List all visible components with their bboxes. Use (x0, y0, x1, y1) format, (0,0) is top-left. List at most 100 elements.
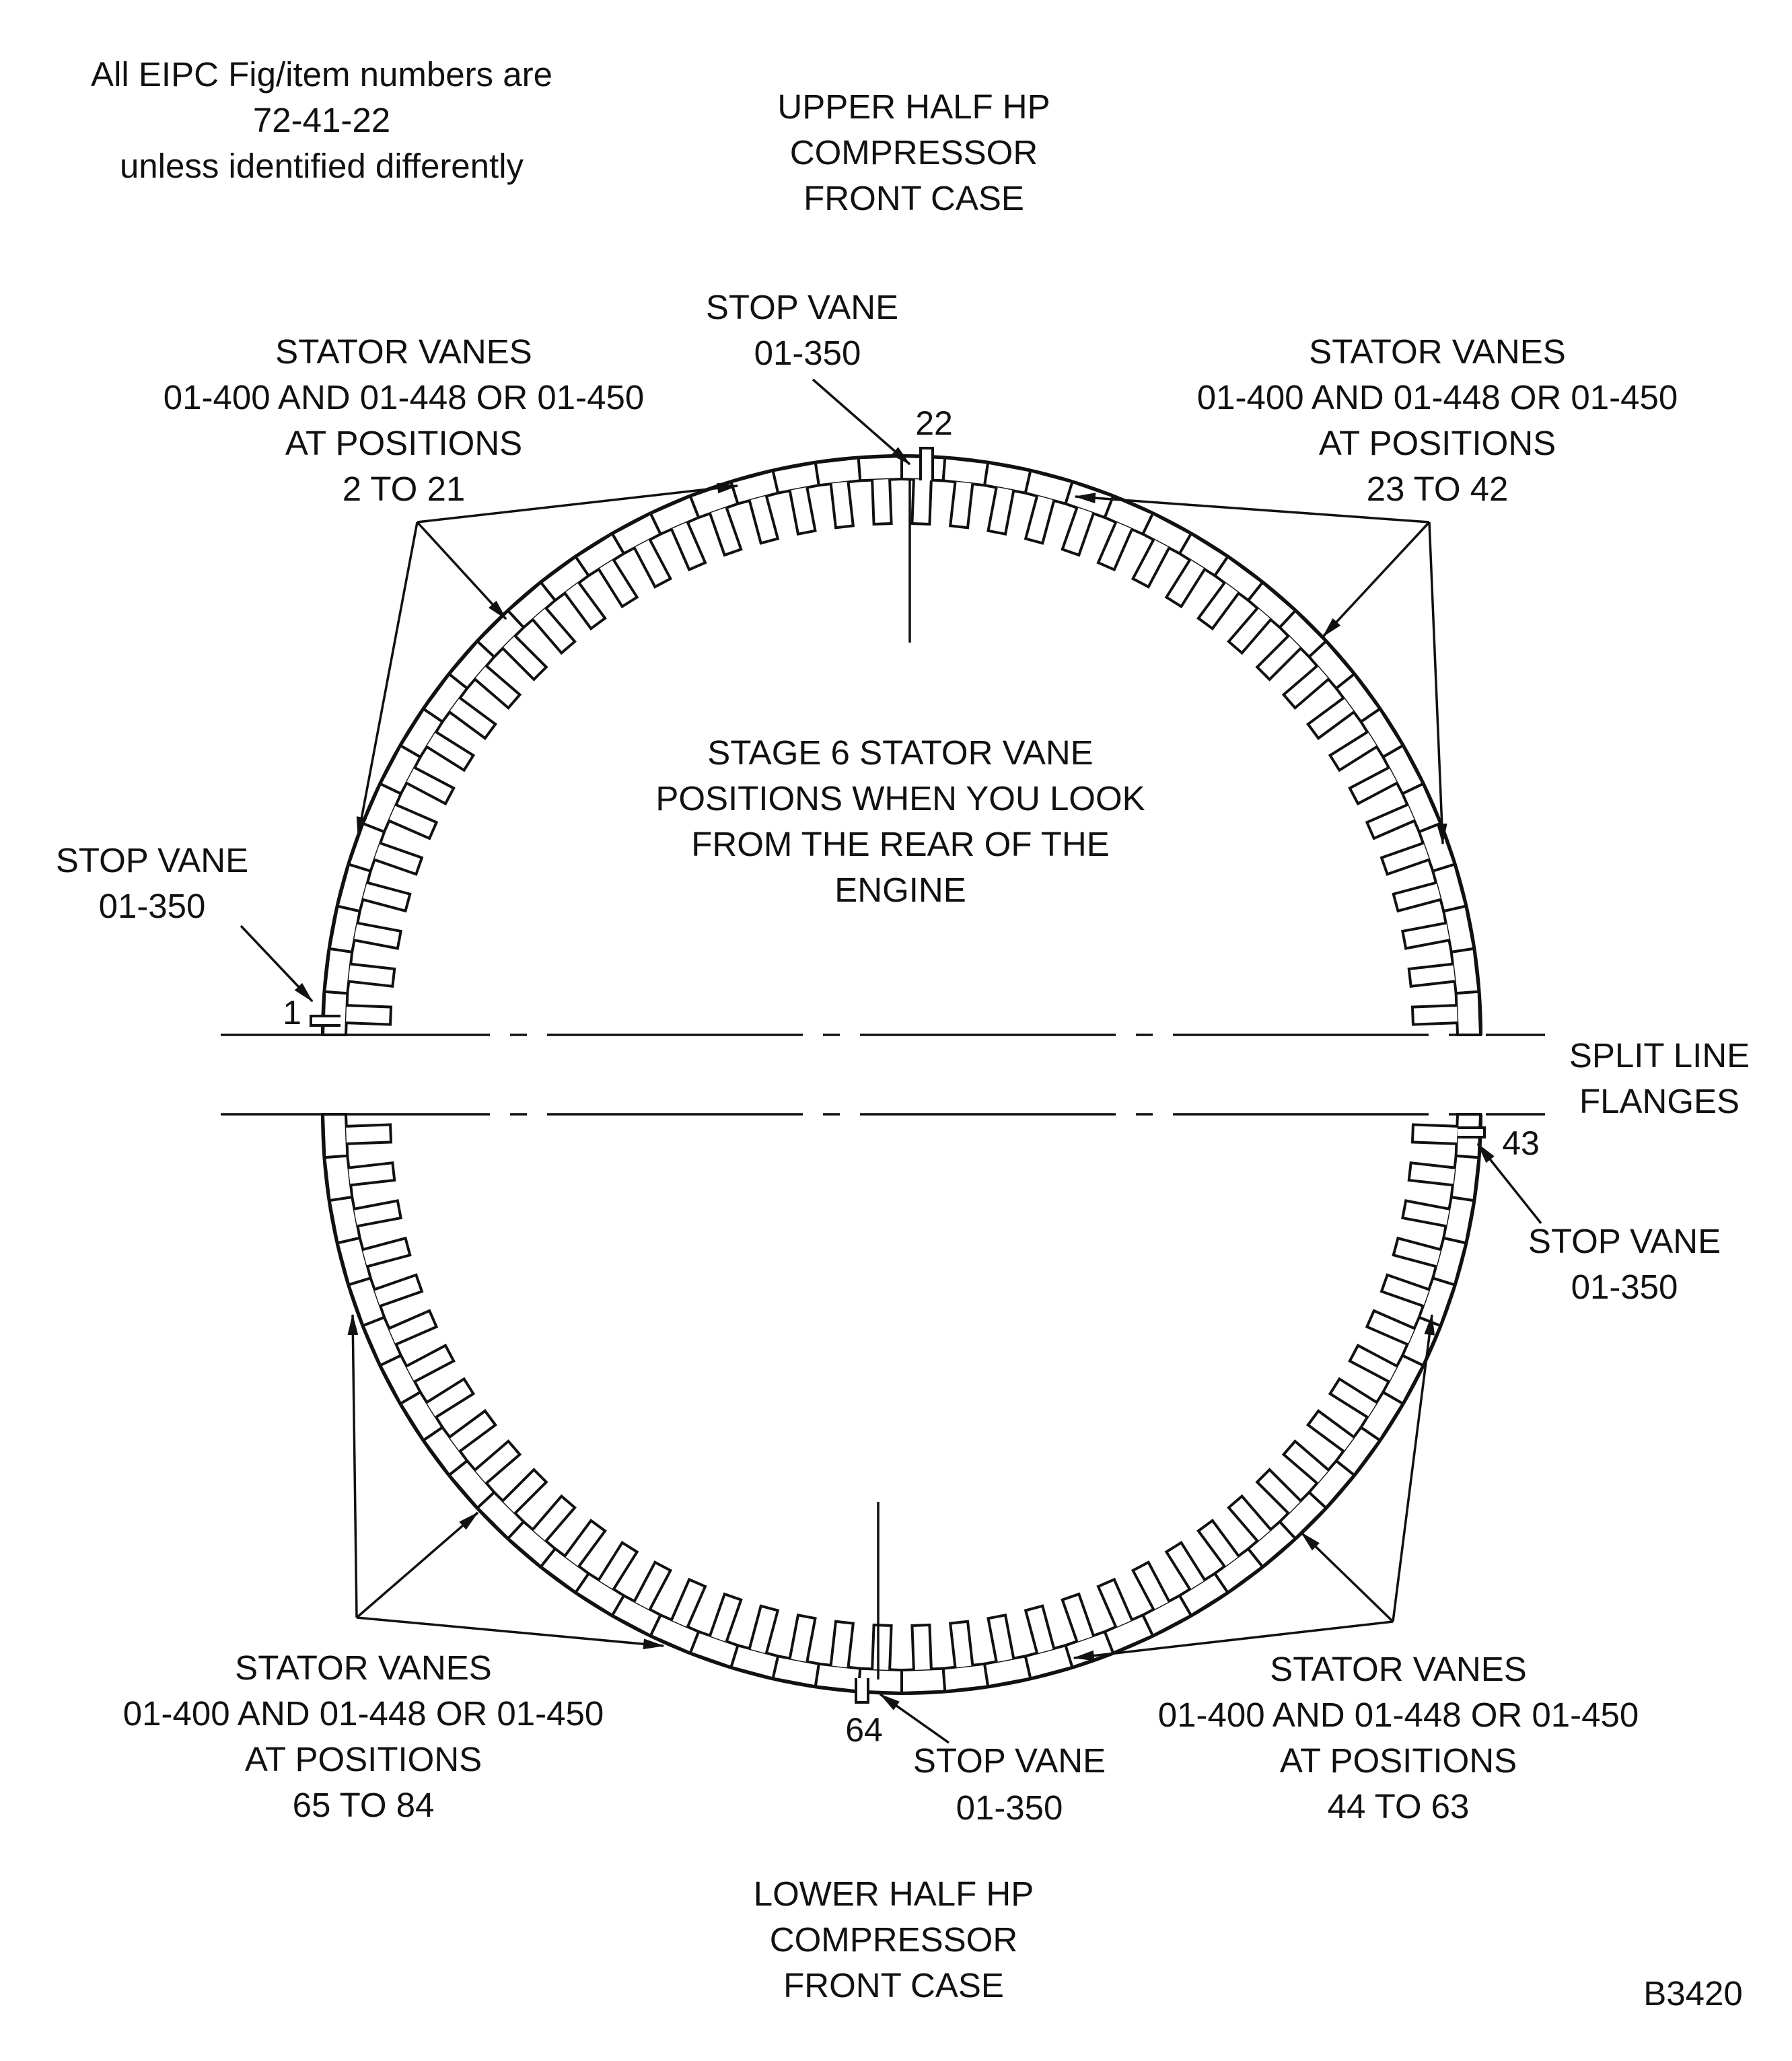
position-number-1: 1 (283, 994, 301, 1032)
upper-stator-vane (373, 842, 424, 876)
lower-stator-vane (1400, 1199, 1450, 1228)
upper-stator-vane (1255, 635, 1302, 682)
upper-case-title: UPPER HALF HP COMPRESSOR FRONT CASE (777, 87, 1050, 217)
stop-vane-right-line1: STOP VANE (1528, 1222, 1721, 1260)
lower-ring-segment (941, 1662, 990, 1693)
stop-vane-top-line2: 01-350 (754, 334, 861, 372)
center-title-line4: ENGINE (834, 871, 966, 909)
stop-vane-bottom-tab (855, 1678, 869, 1704)
lower-stator-vane (501, 1468, 548, 1515)
stop-vane-left-tab (310, 1015, 341, 1027)
upper-stator-vane (871, 479, 893, 526)
upper-stator-vane (346, 1004, 393, 1026)
stator-group-lower-right-label: STATOR VANES 01-400 AND 01-448 OR 01-450… (1158, 1650, 1639, 1825)
lower-ring-segment (1024, 1643, 1075, 1680)
lower-stator-vane (1410, 1123, 1458, 1145)
lower-stator-vane (948, 1620, 974, 1668)
upper-stator-vane (1400, 921, 1450, 950)
lower-ring-segment (323, 1154, 354, 1202)
lower-stator-vane (348, 1161, 396, 1187)
lower-case-line2: COMPRESSOR (770, 1920, 1017, 1959)
lower-stator-vane (353, 1199, 403, 1228)
lower-case-line1: LOWER HALF HP (754, 1875, 1034, 1913)
upper-stator-vane (1328, 730, 1378, 772)
stator-lower-left-line4: 65 TO 84 (293, 1786, 435, 1824)
upper-stator-vane (1365, 803, 1416, 840)
lower-right-arrow-1 (1392, 1313, 1435, 1622)
lower-stator-vane (1328, 1377, 1378, 1419)
upper-case-line2: COMPRESSOR (790, 133, 1038, 172)
stator-upper-left-line2: 01-400 AND 01-448 OR 01-450 (164, 378, 644, 417)
stop-vane-bottom-label: STOP VANE 01-350 (913, 1741, 1106, 1827)
upper-stator-vane (362, 881, 412, 913)
upper-stator-vane (1305, 696, 1355, 740)
lower-stator-vane (425, 1377, 476, 1419)
upper-left-arrow-3 (356, 521, 419, 838)
upper-stator-vane (987, 486, 1015, 536)
lower-stator-vane (597, 1540, 639, 1591)
split-line-line2: FLANGES (1579, 1082, 1740, 1120)
upper-stator-vane (353, 921, 403, 950)
stop-vane-top-tab (919, 447, 934, 480)
stop-vane-left-arrow (240, 925, 314, 1003)
stator-upper-right-line3: AT POSITIONS (1319, 424, 1556, 462)
upper-ring-segment (729, 469, 780, 506)
upper-right-arrow-2 (1322, 521, 1431, 638)
upper-stator-vane (388, 803, 439, 840)
lower-stator-vane (563, 1518, 607, 1568)
upper-stator-vane (1410, 1004, 1458, 1026)
upper-stator-vane (563, 581, 607, 631)
upper-case-line3: FRONT CASE (803, 179, 1024, 217)
stop-vane-right-tab (1458, 1126, 1486, 1138)
upper-stator-vane (1227, 607, 1273, 655)
split-line-label: SPLIT LINE FLANGES (1569, 1036, 1750, 1120)
lower-stator-vane (1196, 1518, 1240, 1568)
upper-stator-vane (1096, 521, 1134, 572)
upper-left-arrow-2 (416, 521, 507, 620)
stator-lower-right-line4: 44 TO 63 (1328, 1787, 1470, 1825)
upper-stator-vane (501, 635, 548, 682)
lower-stator-vane (709, 1592, 743, 1642)
lower-stator-vane (1407, 1161, 1456, 1187)
upper-stator-vane (448, 696, 498, 740)
upper-stator-vane (425, 730, 476, 772)
lower-left-arrow-2 (355, 1511, 479, 1619)
stop-vane-top-line1: STOP VANE (706, 288, 898, 326)
lower-stator-vane (633, 1560, 673, 1611)
stop-vane-bottom-line2: 01-350 (956, 1788, 1063, 1827)
upper-stator-vane (709, 507, 743, 557)
upper-ring-segment (814, 456, 862, 487)
upper-ring-segment (857, 454, 903, 482)
lower-stator-vane (531, 1494, 577, 1542)
stator-group-lower-left-label: STATOR VANES 01-400 AND 01-448 OR 01-450… (123, 1649, 604, 1824)
stop-vane-left-line2: 01-350 (99, 887, 206, 925)
lower-stator-vane (1096, 1577, 1134, 1628)
figure-id: B3420 (1643, 1974, 1742, 2013)
upper-stator-vane (948, 481, 974, 530)
upper-stator-vane (348, 962, 396, 988)
upper-stator-vane (1061, 507, 1095, 557)
lower-stator-vane (362, 1236, 412, 1268)
stator-upper-right-line1: STATOR VANES (1309, 332, 1566, 371)
lower-stator-vane (871, 1623, 893, 1670)
stator-lower-left-line2: 01-400 AND 01-448 OR 01-450 (123, 1694, 604, 1733)
upper-stator-vane (1024, 495, 1056, 545)
upper-stator-vane (1348, 766, 1398, 806)
lower-ring-segment (321, 1113, 349, 1159)
upper-stator-vane (1392, 881, 1441, 913)
upper-right-arrow-3 (1428, 521, 1447, 845)
upper-stator-vane (788, 486, 817, 536)
stop-vane-right-label: STOP VANE 01-350 (1528, 1222, 1721, 1306)
upper-stator-vane (670, 521, 707, 572)
stop-vane-bottom-line1: STOP VANE (913, 1741, 1106, 1780)
stop-vane-left-label: STOP VANE 01-350 (56, 841, 248, 925)
lower-stator-vane (405, 1343, 456, 1383)
center-title-line3: FROM THE REAR OF THE (691, 825, 1110, 863)
upper-ring-segment (323, 947, 354, 995)
upper-case-line1: UPPER HALF HP (777, 87, 1050, 126)
lower-right-arrow-3 (1073, 1620, 1394, 1661)
lower-stator-vane (910, 1623, 933, 1670)
upper-ring-segment (1431, 862, 1468, 913)
upper-stator-vane (1164, 558, 1207, 609)
